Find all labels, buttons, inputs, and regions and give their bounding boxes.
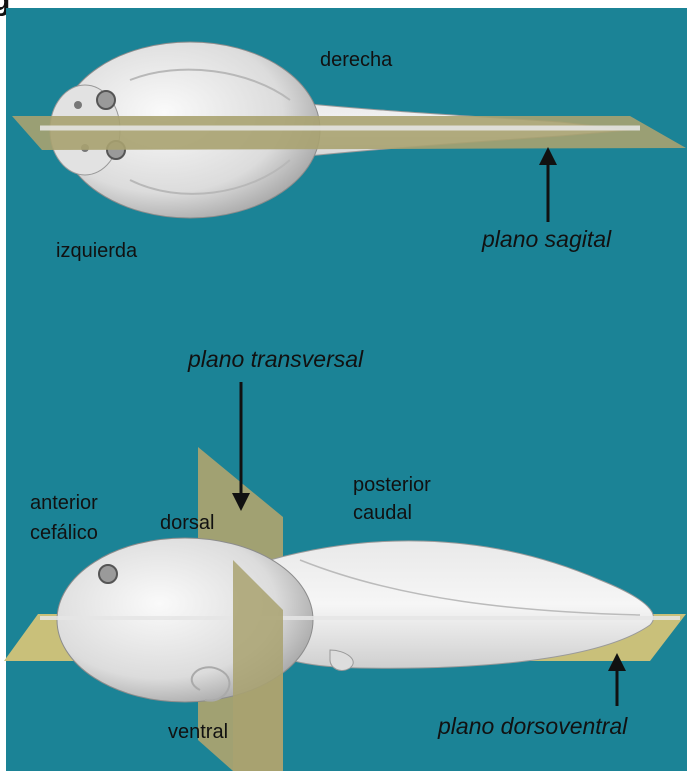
label-transverse-plane: plano transversal [188, 346, 363, 372]
label-dorsal: dorsal [160, 512, 214, 535]
label-left: izquierda [56, 240, 137, 263]
sagittal-plane [12, 116, 686, 150]
label-caudal: caudal [353, 502, 412, 525]
label-anterior: anterior [30, 492, 98, 515]
eye-icon [99, 565, 117, 583]
label-right: derecha [320, 49, 392, 72]
label-cephalic: cefálico [30, 522, 98, 545]
eye-icon [97, 91, 115, 109]
label-sagittal-plane: plano sagital [482, 226, 611, 252]
label-posterior: posterior [353, 474, 431, 497]
label-dorsoventral-plane: plano dorsoventral [438, 713, 627, 739]
label-ventral: ventral [168, 721, 228, 744]
